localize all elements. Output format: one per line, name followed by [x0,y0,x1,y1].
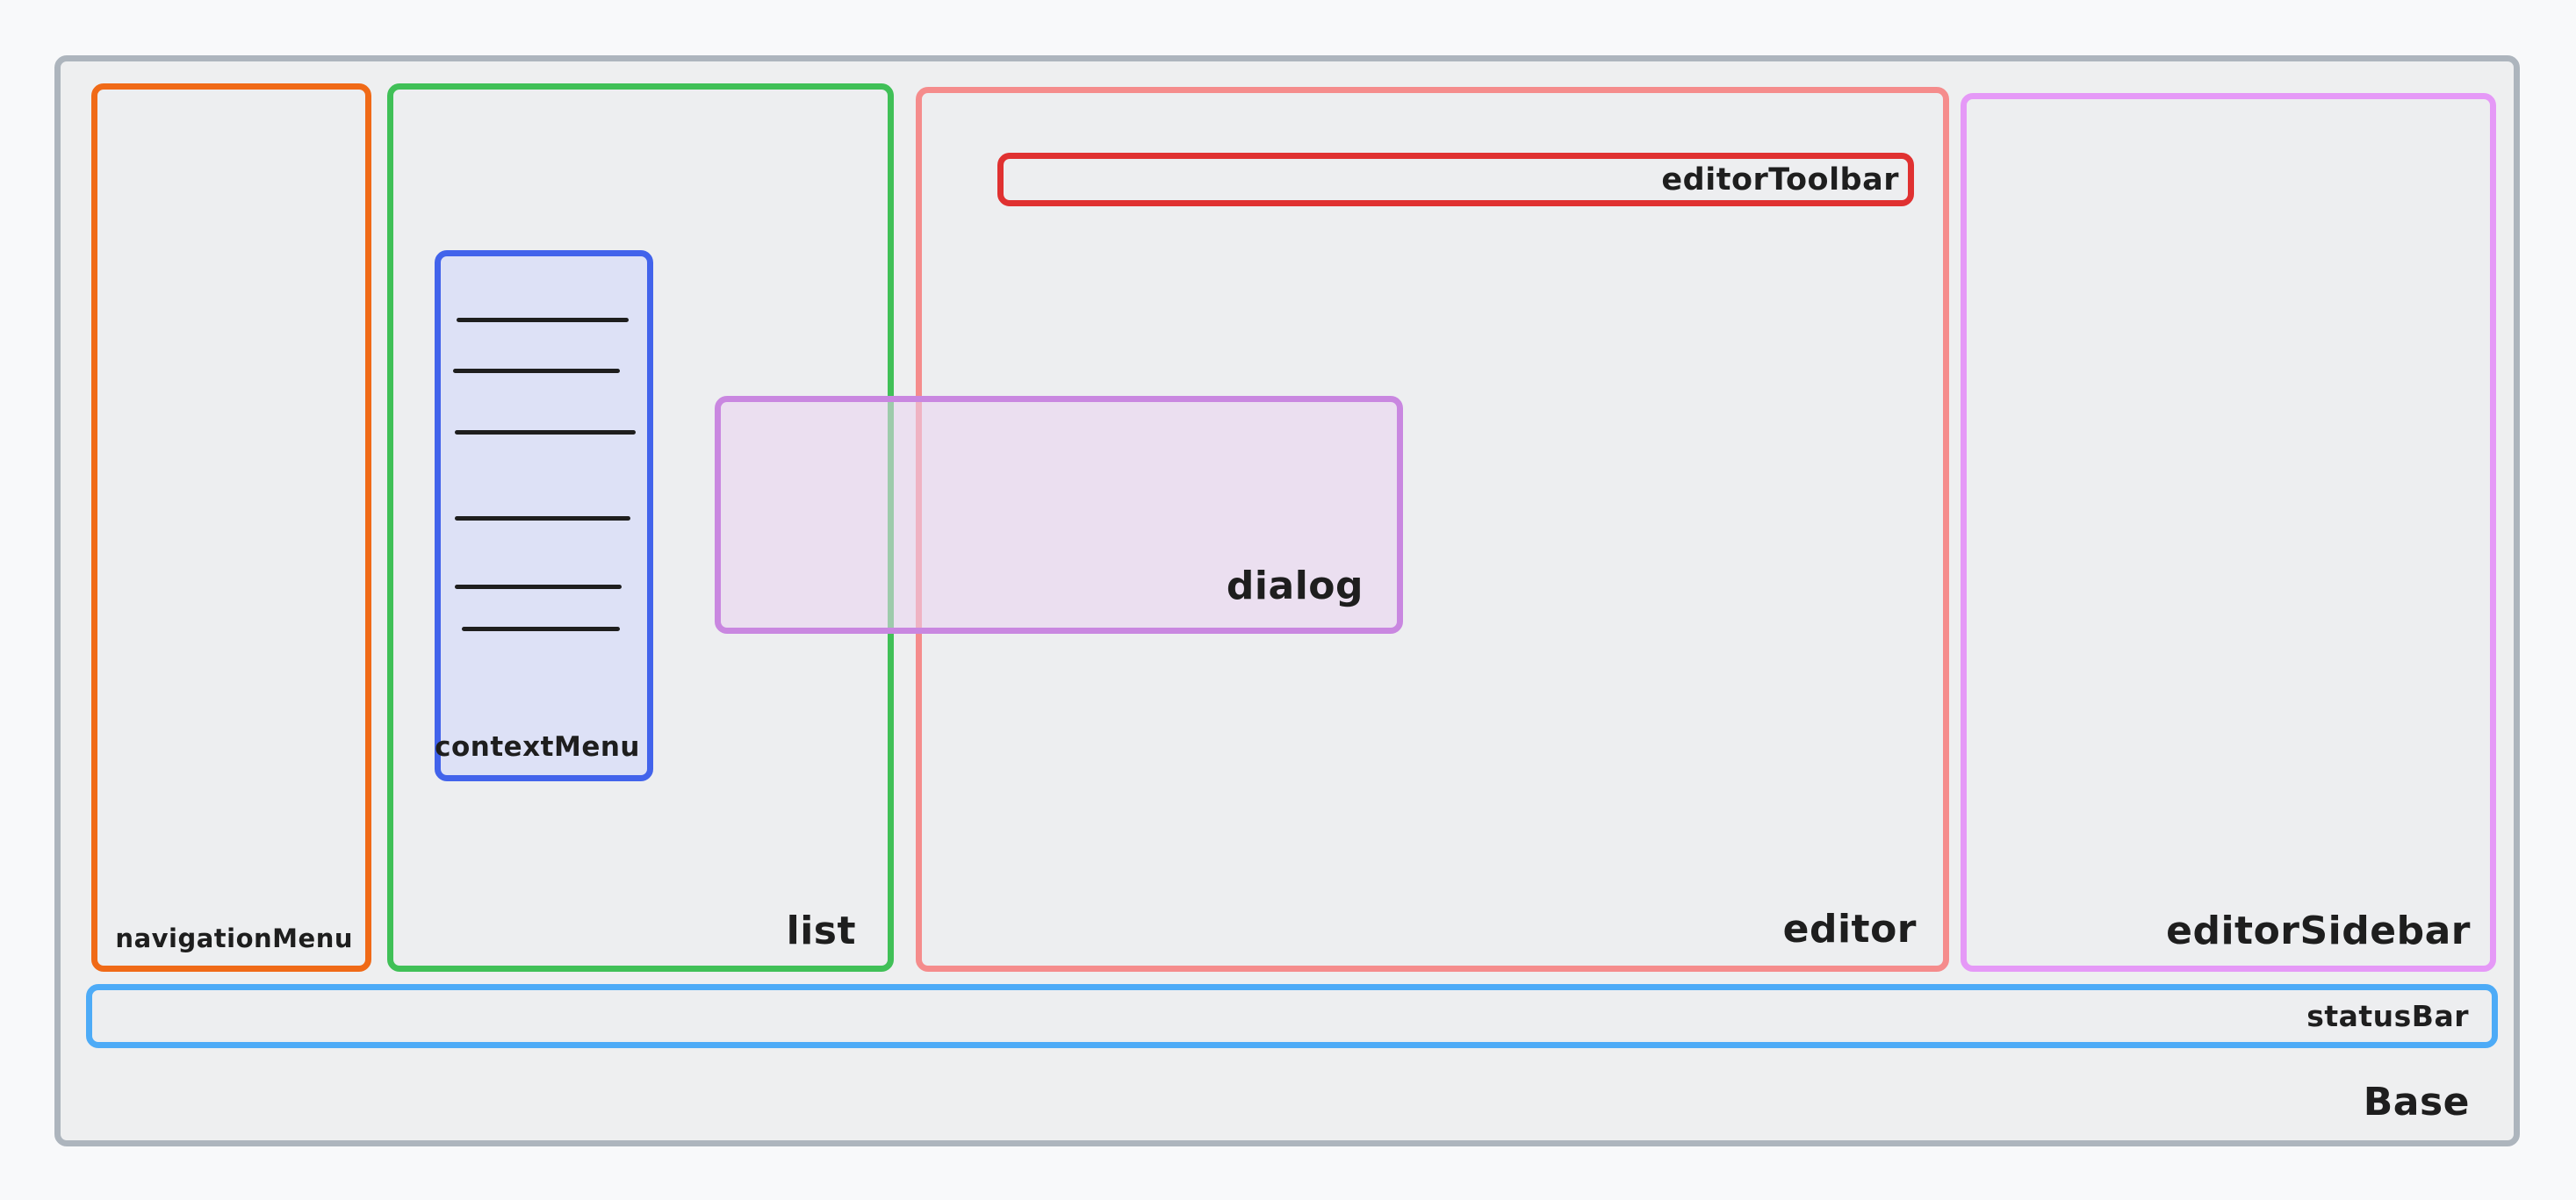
editor-label: editor [1782,907,1917,952]
editor-toolbar-label: editorToolbar [1661,162,1899,198]
navigation-menu-label: navigationMenu [115,923,353,953]
context-menu-item-line [462,627,620,631]
context-menu-item-line [455,585,622,589]
context-menu-item-line [457,318,629,322]
editor-sidebar-label: editorSidebar [2166,909,2471,953]
context-menu-region: contextMenu [435,250,653,781]
context-menu-item-line [453,369,620,373]
dialog-label: dialog [1226,564,1364,608]
status-bar-region: statusBar [86,984,2498,1048]
editor-sidebar-region: editorSidebar [1961,93,2496,972]
base-label: Base [2363,1080,2470,1125]
list-label: list [786,909,856,953]
status-bar-label: statusBar [2306,999,2469,1033]
context-menu-item-line [455,430,636,435]
editor-toolbar-region: editorToolbar [997,153,1914,206]
context-menu-item-line [455,516,630,521]
navigation-menu-region: navigationMenu [91,83,371,972]
dialog-region: dialog [715,396,1403,634]
context-menu-label: contextMenu [435,731,640,763]
